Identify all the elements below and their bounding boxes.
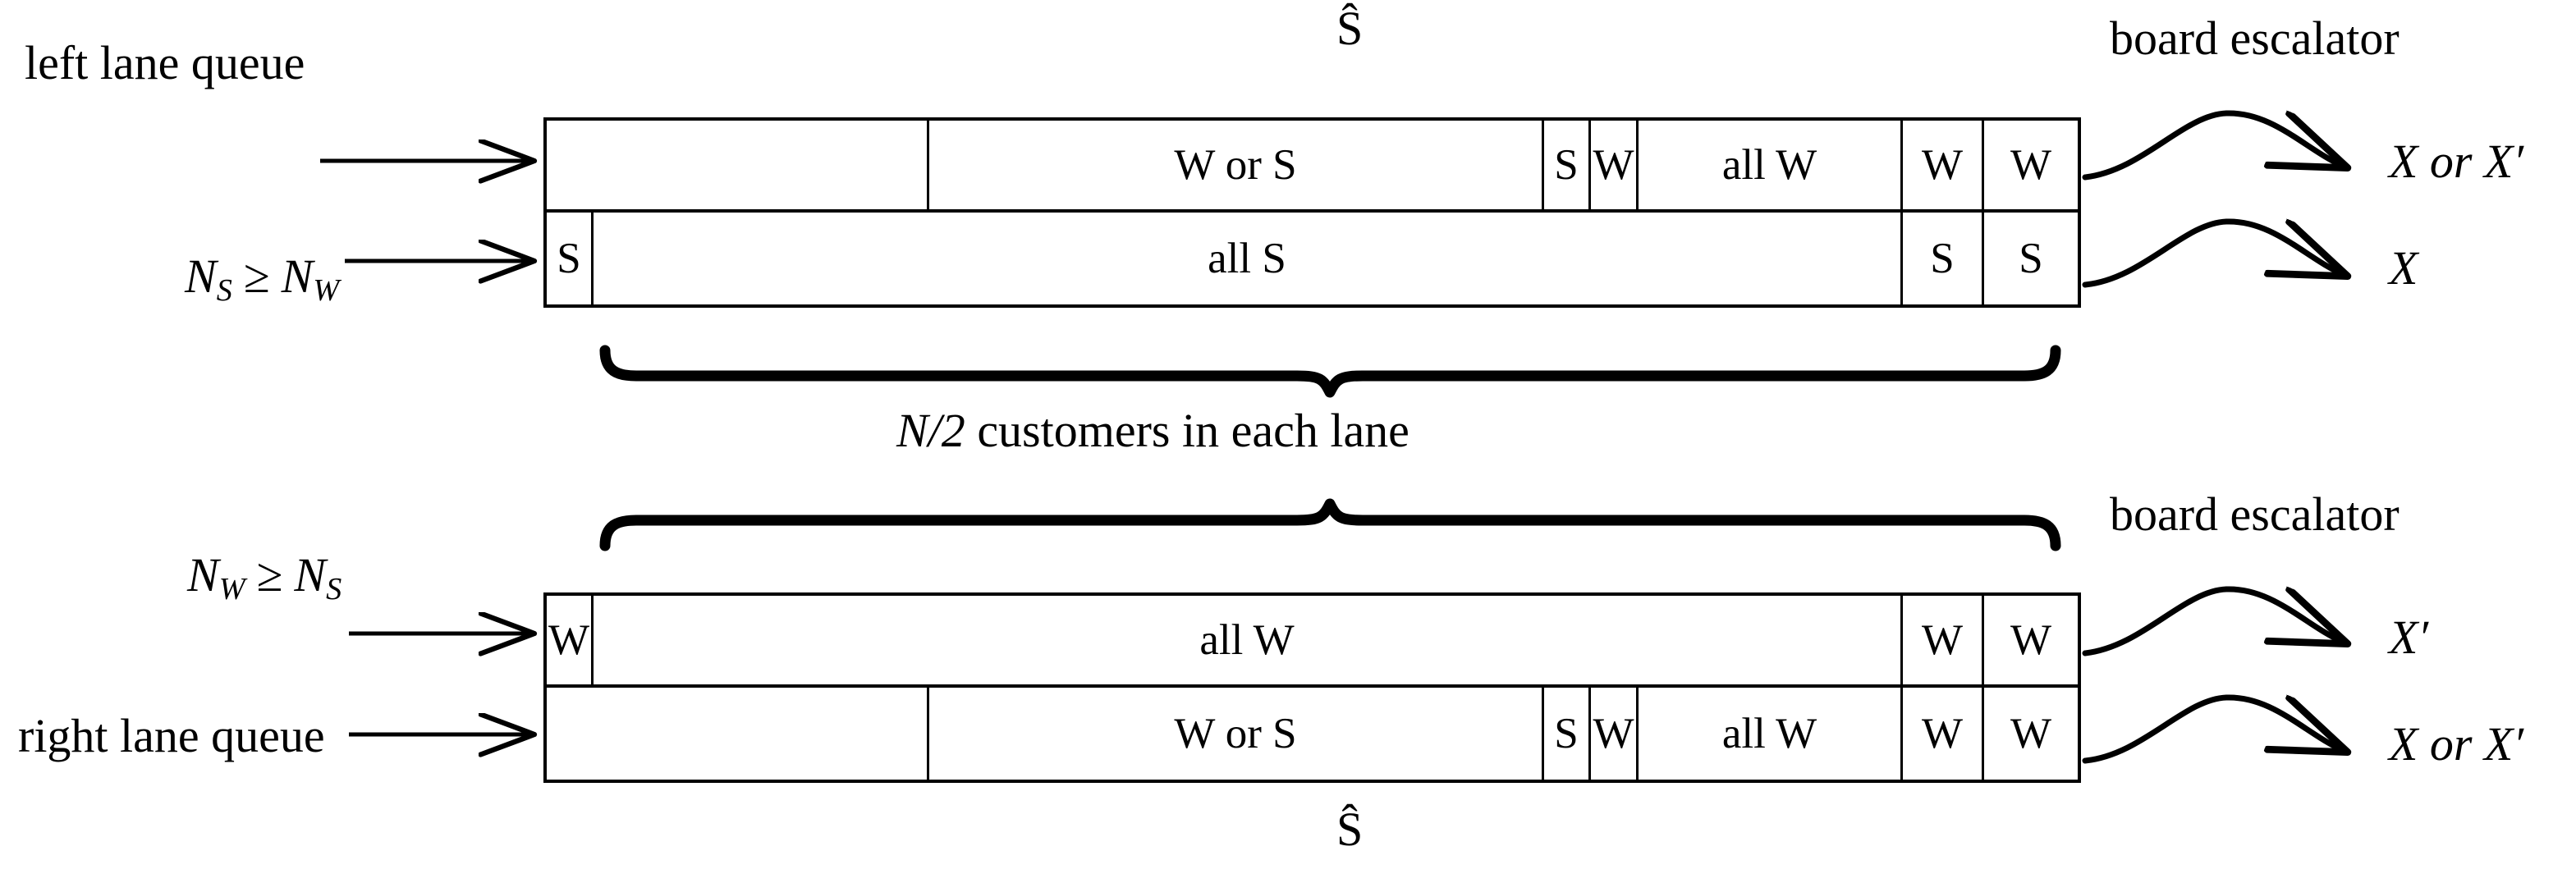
lower-cond-sub2: S: [326, 571, 342, 606]
right-lane-queue-label: right lane queue: [18, 709, 325, 762]
lower-exit-arrow-top: [2082, 586, 2345, 656]
cell-w-penultimate: W: [1903, 596, 1984, 684]
lower-cond-sub1: W: [218, 571, 245, 606]
cell-w-last: W: [2010, 140, 2052, 189]
brace-label-math: N/2: [896, 404, 965, 457]
upper-lane-row-top: W or S S W all W W W: [547, 121, 2078, 213]
cell-s: S: [1544, 121, 1591, 209]
upper-lane-table: W or S S W all W W W S all S S S: [543, 117, 2081, 308]
lower-entry-condition-label: NW≥NS: [187, 548, 342, 606]
cell-w-last-2: W: [2010, 709, 2052, 757]
upper-cond-n1: N: [185, 249, 217, 303]
cell-w-first: W: [547, 596, 594, 684]
cell-w: W: [1591, 688, 1639, 780]
cell-all-w: all W: [1639, 121, 1903, 209]
upper-exit-label-2: X: [2389, 241, 2418, 295]
cell-s-first: S: [547, 213, 594, 304]
upper-cond-sub1: S: [216, 272, 232, 308]
upper-exit-label-1: X or X′: [2389, 135, 2524, 188]
cell-w-or-s: W or S: [929, 688, 1544, 780]
lower-cond-n1: N: [187, 548, 219, 602]
cell-s-last: S: [2019, 234, 2043, 282]
upper-entry-condition-label: NS≥NW: [185, 253, 340, 308]
cell-w-last: W: [2010, 615, 2052, 664]
customers-brace-lower: [599, 498, 2061, 551]
upper-cond-n2: N: [281, 249, 314, 303]
upper-s-hat-label: Ŝ: [1336, 2, 1364, 55]
brace-label: N/2 customers in each lane: [896, 407, 1409, 455]
upper-exit-arrow-bottom: [2082, 218, 2345, 288]
upper-board-escalator-label: board escalator: [2110, 11, 2400, 65]
left-lane-queue-label: left lane queue: [25, 36, 305, 89]
upper-cond-rel: ≥: [243, 249, 270, 303]
upper-lane-row-bottom: S all S S S: [547, 213, 2078, 304]
upper-cond-sub2: W: [313, 272, 340, 308]
lower-exit-label-2: X or X′: [2389, 717, 2524, 771]
customers-brace: [599, 345, 2061, 398]
lower-exit-arrow-bottom: [2082, 694, 2345, 764]
lower-s-hat-label: Ŝ: [1336, 803, 1364, 856]
lower-cond-n2: N: [294, 548, 327, 602]
lower-board-escalator-label: board escalator: [2110, 487, 2400, 541]
cell-all-s: all S: [594, 213, 1903, 304]
cell-w-penultimate-2: W: [1903, 688, 1984, 780]
lower-lane-row-bottom: W or S S W all W W W: [547, 688, 2078, 780]
lower-exit-label-1: X′: [2389, 611, 2429, 664]
upper-exit-arrow-top: [2082, 110, 2345, 181]
cell-all-w-2: all W: [1639, 688, 1903, 780]
cell-blank: [547, 688, 929, 780]
lower-lane-table: W all W W W W or S S W all W W W: [543, 592, 2081, 783]
cell-s: S: [1544, 688, 1591, 780]
cell-all-w: all W: [594, 596, 1903, 684]
brace-label-rest: customers in each lane: [965, 404, 1409, 457]
cell-blank: [547, 121, 929, 209]
cell-w-or-s: W or S: [929, 121, 1544, 209]
lower-cond-rel: ≥: [256, 548, 283, 602]
lower-lane-row-top: W all W W W: [547, 596, 2078, 688]
cell-w: W: [1591, 121, 1639, 209]
cell-s-penultimate: S: [1903, 213, 1984, 304]
cell-w-penultimate: W: [1903, 121, 1984, 209]
